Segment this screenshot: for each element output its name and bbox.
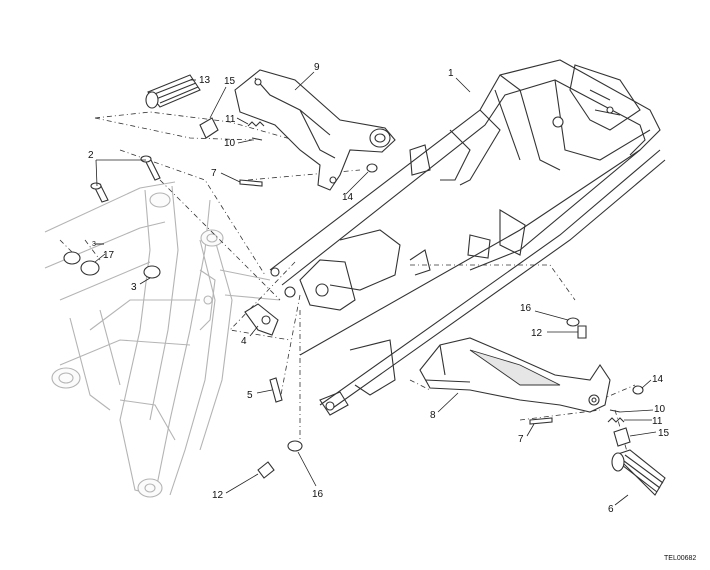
nut-14a (366, 163, 378, 173)
right-footpeg (611, 449, 666, 496)
callout-11-upper: 11 (225, 114, 236, 125)
left-footpeg-bracket (234, 69, 396, 191)
pin-7a (239, 179, 263, 187)
pin-7b (529, 417, 553, 425)
callout-9: 9 (314, 62, 320, 73)
callout-labels: 1 2 3 3 4 5 6 7 7 8 9 10 10 11 11 12 12 … (88, 62, 696, 562)
right-footpeg-bracket (419, 337, 611, 413)
callout-5: 5 (247, 390, 253, 401)
callout-3-small: 3 (92, 241, 96, 248)
pivot-block-lower (613, 427, 631, 447)
callout-15-lower: 15 (658, 428, 670, 439)
callout-14-upper: 14 (342, 192, 354, 203)
screw-5 (269, 377, 283, 403)
callout-6: 6 (608, 504, 614, 515)
callout-1: 1 (448, 68, 454, 79)
callout-14-lower: 14 (652, 374, 664, 385)
callout-3: 3 (131, 282, 137, 293)
callout-10-upper: 10 (224, 138, 236, 149)
clip-10b (609, 409, 621, 413)
screw-12b (257, 461, 275, 479)
rubber-17a (63, 251, 81, 265)
left-footpeg (145, 74, 201, 109)
callout-17: 17 (103, 250, 115, 261)
rear-subframe (269, 59, 666, 416)
assembly-guide-lines (59, 111, 636, 456)
callout-16-right: 16 (520, 303, 532, 314)
washer-16b (287, 440, 303, 452)
washer-16a (566, 317, 580, 327)
callout-7-upper: 7 (211, 168, 217, 179)
callout-4: 4 (241, 336, 247, 347)
nut-14b (632, 385, 644, 395)
spring-11a (247, 121, 265, 127)
clip-10a (251, 137, 263, 141)
spring-11b (607, 417, 625, 423)
callout-11-lower: 11 (652, 416, 663, 427)
callout-8: 8 (430, 410, 436, 421)
callout-12-right: 12 (531, 328, 543, 339)
rubber-3 (143, 265, 161, 279)
screw-12a (577, 325, 587, 339)
pivot-block-upper (199, 117, 219, 139)
callout-7-lower: 7 (518, 434, 524, 445)
callout-13: 13 (199, 75, 211, 86)
callout-16-lower: 16 (312, 489, 324, 500)
callout-10-lower: 10 (654, 404, 666, 415)
callout-leaders (94, 71, 657, 506)
rubber-17b (80, 260, 100, 276)
callout-15-upper: 15 (224, 76, 236, 87)
drawing-code: TEL00682 (664, 555, 696, 562)
callout-12-lower: 12 (212, 490, 224, 501)
main-frame-ghost (44, 181, 281, 498)
small-hardware (63, 117, 644, 479)
callout-2: 2 (88, 150, 94, 161)
